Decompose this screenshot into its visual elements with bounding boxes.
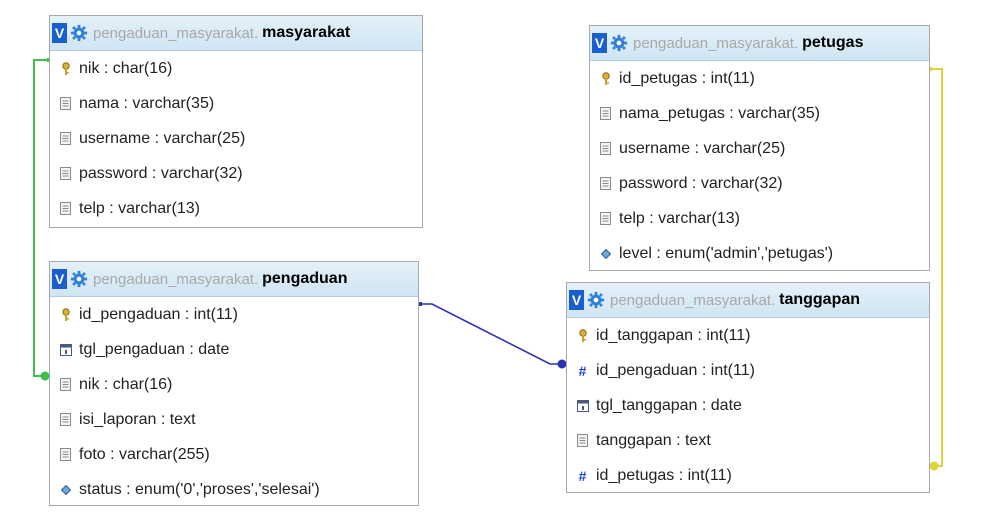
key-icon [59, 307, 72, 322]
column-row[interactable]: # id_petugas : int(11) [567, 458, 929, 493]
column-label: tgl_tanggapan : date [596, 396, 742, 414]
key-icon [59, 61, 72, 76]
column-row[interactable]: foto : varchar(255) [50, 437, 418, 472]
column-label: level : enum('admin','petugas') [619, 244, 834, 262]
text-column-icon [599, 142, 612, 156]
column-label: nik : char(16) [79, 59, 173, 77]
relation-end-masyarakat-pengaduan [40, 371, 50, 381]
column-row[interactable]: id_tanggapan : int(11) [567, 318, 929, 353]
column-row[interactable]: telp : varchar(13) [50, 191, 422, 226]
text-column-icon [59, 378, 72, 392]
gear-icon[interactable] [610, 34, 628, 52]
text-column-icon [599, 212, 612, 226]
column-row[interactable]: status : enum('0','proses','selesai') [50, 472, 418, 507]
column-row[interactable]: level : enum('admin','petugas') [590, 236, 929, 271]
column-label: nama : varchar(35) [79, 94, 215, 112]
view-toggle-button[interactable]: V [592, 33, 607, 53]
text-column-icon [59, 132, 72, 146]
text-column-icon [59, 97, 72, 111]
text-column-icon [59, 448, 72, 462]
text-column-icon [59, 167, 72, 181]
column-row[interactable]: password : varchar(32) [590, 166, 929, 201]
column-row[interactable]: username : varchar(25) [590, 131, 929, 166]
column-row[interactable]: tgl_tanggapan : date [567, 388, 929, 423]
column-row[interactable]: password : varchar(32) [50, 156, 422, 191]
text-column-icon [576, 434, 589, 448]
relation-end-pengaduan-tanggapan [557, 359, 567, 369]
gear-icon[interactable] [70, 24, 88, 42]
column-row[interactable]: nik : char(16) [50, 367, 418, 402]
database-name: pengaduan_masyarakat. [610, 291, 776, 309]
enum-column-icon [59, 483, 72, 497]
column-row[interactable]: tanggapan : text [567, 423, 929, 458]
column-label: nama_petugas : varchar(35) [619, 104, 820, 122]
column-label: password : varchar(32) [79, 164, 243, 182]
column-label: status : enum('0','proses','selesai') [79, 480, 320, 498]
column-label: isi_laporan : text [79, 410, 196, 428]
relation-line-pengaduan-tanggapan [420, 303, 566, 365]
column-row[interactable]: tgl_pengaduan : date [50, 332, 418, 367]
date-column-icon [59, 343, 72, 357]
view-toggle-button[interactable]: V [52, 269, 67, 289]
key-icon [599, 71, 612, 86]
column-label: id_tanggapan : int(11) [596, 326, 751, 344]
column-label: username : varchar(25) [79, 129, 246, 147]
column-label: tgl_pengaduan : date [79, 340, 230, 358]
key-icon [576, 328, 589, 343]
database-name: pengaduan_masyarakat. [93, 24, 259, 42]
table-name: masyarakat [262, 24, 351, 41]
text-column-icon [59, 202, 72, 216]
relation-end-petugas-tanggapan [929, 461, 939, 471]
relation-line-petugas-tanggapan [930, 68, 943, 467]
column-label: username : varchar(25) [619, 139, 786, 157]
column-row[interactable]: nama : varchar(35) [50, 86, 422, 121]
column-label: password : varchar(32) [619, 174, 783, 192]
column-label: telp : varchar(13) [619, 209, 740, 227]
column-row[interactable]: isi_laporan : text [50, 402, 418, 437]
database-name: pengaduan_masyarakat. [93, 270, 259, 288]
relation-line-masyarakat-pengaduan [33, 59, 49, 377]
column-row[interactable]: id_petugas : int(11) [590, 61, 929, 96]
text-column-icon [599, 107, 612, 121]
gear-icon[interactable] [587, 291, 605, 309]
enum-column-icon [599, 247, 612, 261]
column-row[interactable]: id_pengaduan : int(11) [50, 297, 418, 332]
column-row[interactable]: nik : char(16) [50, 51, 422, 86]
column-row[interactable]: nama_petugas : varchar(35) [590, 96, 929, 131]
column-label: id_petugas : int(11) [596, 466, 732, 484]
number-column-icon: # [578, 467, 587, 484]
text-column-icon [599, 177, 612, 191]
date-column-icon [576, 399, 589, 413]
column-label: id_petugas : int(11) [619, 69, 755, 87]
column-row[interactable]: # id_pengaduan : int(11) [567, 353, 929, 388]
number-column-icon: # [578, 362, 587, 379]
column-row[interactable]: telp : varchar(13) [590, 201, 929, 236]
view-toggle-button[interactable]: V [52, 23, 67, 43]
column-label: telp : varchar(13) [79, 199, 200, 217]
text-column-icon [59, 413, 72, 427]
table-name: pengaduan [262, 270, 348, 287]
table-name: tanggapan [779, 291, 861, 308]
gear-icon[interactable] [70, 270, 88, 288]
column-label: id_pengaduan : int(11) [79, 305, 238, 323]
view-toggle-button[interactable]: V [569, 290, 584, 310]
database-name: pengaduan_masyarakat. [633, 34, 799, 52]
column-row[interactable]: username : varchar(25) [50, 121, 422, 156]
column-label: foto : varchar(255) [79, 445, 210, 463]
column-label: id_pengaduan : int(11) [596, 361, 755, 379]
table-name: petugas [802, 34, 864, 51]
column-label: tanggapan : text [596, 431, 711, 449]
column-label: nik : char(16) [79, 375, 173, 393]
